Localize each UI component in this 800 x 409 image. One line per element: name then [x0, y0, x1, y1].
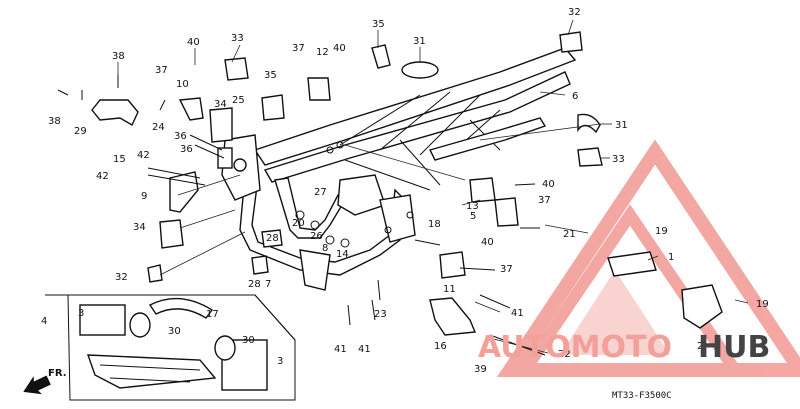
part-label: 38	[48, 116, 61, 127]
part-label: 13	[466, 201, 479, 212]
right-parts	[347, 177, 723, 356]
part-label: 24	[152, 122, 165, 133]
part-label: 30	[168, 326, 181, 337]
part-label: 29	[74, 126, 87, 137]
part-label: 37	[500, 264, 513, 275]
part-label: 40	[542, 179, 555, 190]
front-direction-marker: FR.	[23, 368, 67, 395]
front-direction-label: FR.	[48, 368, 67, 379]
part-label: 4	[41, 316, 47, 327]
part-label: 7	[265, 279, 271, 290]
left-parts	[57, 57, 285, 283]
frame-drawing	[221, 47, 577, 291]
part-label: 32	[115, 272, 128, 283]
part-label: 39	[474, 364, 487, 375]
part-label: 41	[511, 308, 524, 319]
part-label: 37	[155, 65, 168, 76]
leader-lines	[117, 19, 749, 354]
part-label: 5	[470, 211, 476, 222]
part-label: 31	[615, 120, 628, 131]
part-label: 14	[336, 249, 349, 260]
part-label: 33	[231, 33, 244, 44]
part-label: 19	[756, 299, 769, 310]
part-label: 42	[96, 171, 109, 182]
part-label: 23	[374, 309, 387, 320]
part-label: 36	[174, 131, 187, 142]
part-label: 17	[206, 309, 219, 320]
part-label: 26	[310, 231, 323, 242]
part-label: 10	[176, 79, 189, 90]
watermark-text-part1: AUTOMOTO	[478, 330, 672, 365]
part-label: 2	[697, 341, 703, 352]
part-label: 1	[668, 252, 674, 263]
part-label: 35	[372, 19, 385, 30]
part-label: 30	[242, 335, 255, 346]
part-label: 28	[248, 279, 261, 290]
part-label: 38	[112, 51, 125, 62]
part-label: 41	[334, 344, 347, 355]
part-label: 31	[413, 36, 426, 47]
part-label: 42	[137, 150, 150, 161]
part-label: 37	[538, 195, 551, 206]
part-label: 34	[214, 99, 227, 110]
part-labels: 32 33 35 31 38 40 37 12 40 37 10 38 29 3…	[41, 7, 769, 375]
part-label: 15	[113, 154, 126, 165]
part-label: 32	[568, 7, 581, 18]
part-label: 27	[314, 187, 327, 198]
lower-assembly	[45, 294, 296, 401]
part-label: 3	[78, 308, 84, 319]
part-label: 18	[428, 219, 441, 230]
part-label: 22	[558, 349, 571, 360]
drawing-code: MT33-F3500C	[612, 391, 672, 401]
part-label: 19	[655, 226, 668, 237]
part-label: 37	[292, 43, 305, 54]
part-label: 6	[572, 91, 578, 102]
part-label: 25	[232, 95, 245, 106]
part-label: 35	[264, 70, 277, 81]
part-label: 21	[563, 229, 576, 240]
part-label: 34	[133, 222, 146, 233]
part-label: 9	[141, 191, 147, 202]
part-label: 40	[333, 43, 346, 54]
part-label: 33	[612, 154, 625, 165]
part-label: 36	[180, 144, 193, 155]
part-label: 28	[266, 233, 279, 244]
part-label: 11	[443, 284, 456, 295]
part-label: 40	[187, 37, 200, 48]
part-label: 20	[292, 218, 305, 229]
part-label: 40	[481, 237, 494, 248]
part-label: 12	[316, 47, 329, 58]
watermark-text: AUTOMOTO HUB	[478, 330, 770, 365]
part-label: 16	[434, 341, 447, 352]
watermark-text-part2: HUB	[698, 330, 770, 365]
part-label: 41	[358, 344, 371, 355]
part-label: 3	[277, 356, 283, 367]
part-label: 8	[322, 243, 328, 254]
